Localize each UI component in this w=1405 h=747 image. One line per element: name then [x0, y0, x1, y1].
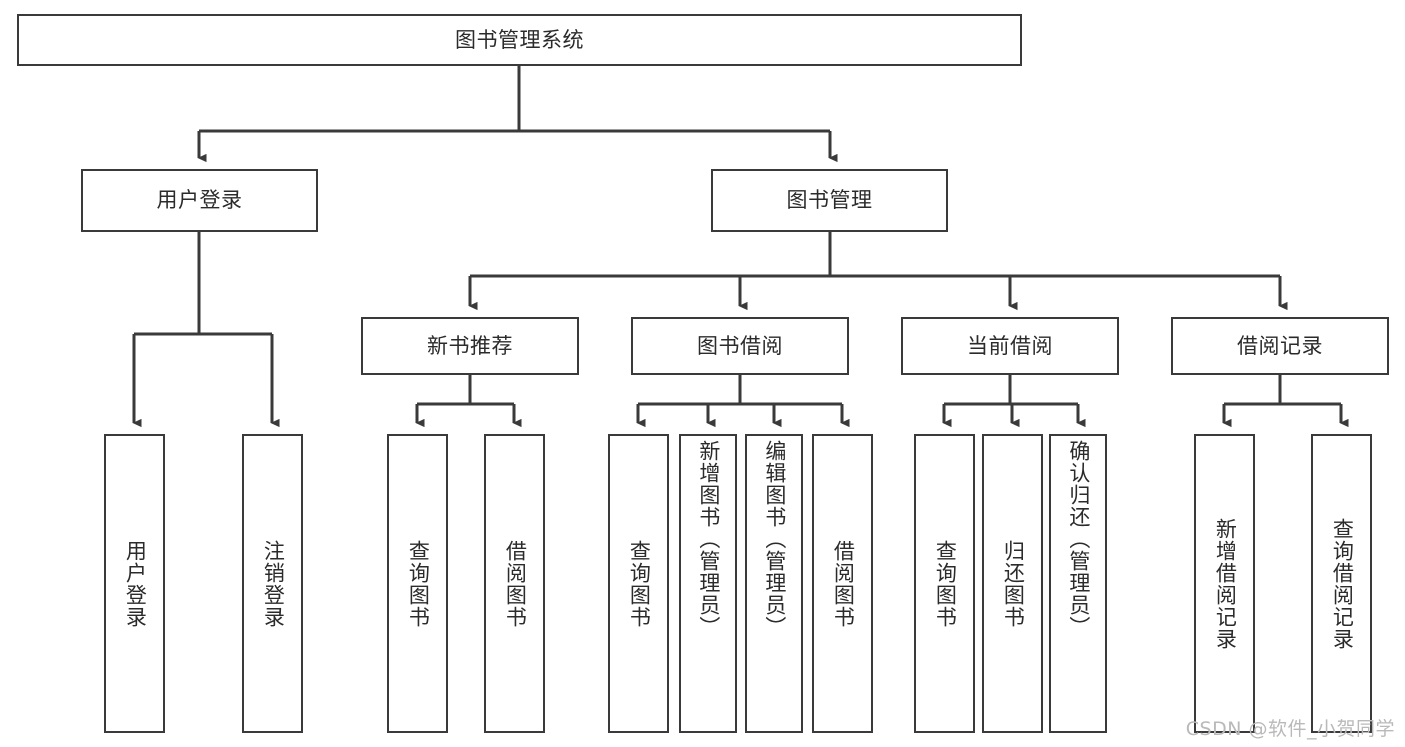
node-leaf-user-login[interactable]: 用户登录 [104, 434, 165, 733]
node-leaf-query-book-1-label: 查询图书 [406, 539, 431, 628]
node-leaf-borrow-book-2-label: 借阅图书 [831, 539, 856, 628]
node-leaf-borrow-book-2[interactable]: 借阅图书 [812, 434, 873, 733]
node-leaf-query-book-2-label: 查询图书 [627, 539, 652, 628]
edge-current-borrow-to-leaves [942, 375, 1086, 428]
node-root[interactable]: 图书管理系统 [17, 14, 1022, 66]
node-user-login[interactable]: 用户登录 [81, 169, 318, 232]
node-leaf-query-book-1[interactable]: 查询图书 [387, 434, 448, 733]
node-book-manage-label: 图书管理 [786, 188, 873, 213]
edge-user-login-to-leaves [132, 232, 280, 428]
node-leaf-borrow-book-1-label: 借阅图书 [503, 539, 528, 628]
node-leaf-query-book-2[interactable]: 查询图书 [608, 434, 669, 733]
node-leaf-return-book-label: 归还图书 [1001, 539, 1026, 628]
edge-new-book-rec-to-leaves [415, 375, 522, 428]
node-leaf-add-record-label: 新增借阅记录 [1213, 517, 1238, 650]
node-current-borrow[interactable]: 当前借阅 [901, 317, 1119, 375]
node-leaf-borrow-book-1[interactable]: 借阅图书 [484, 434, 545, 733]
node-leaf-return-book[interactable]: 归还图书 [982, 434, 1043, 733]
node-leaf-query-book-3[interactable]: 查询图书 [914, 434, 975, 733]
node-borrow-record-label: 借阅记录 [1237, 333, 1323, 358]
node-leaf-logout-label: 注销登录 [261, 539, 286, 628]
node-leaf-edit-book-label: 编辑图书（管理员） [762, 440, 787, 638]
node-leaf-add-book[interactable]: 新增图书（管理员） [679, 434, 737, 733]
node-root-label: 图书管理系统 [455, 27, 584, 52]
node-book-borrow[interactable]: 图书借阅 [631, 317, 849, 375]
node-leaf-add-book-label: 新增图书（管理员） [696, 440, 721, 638]
node-new-book-rec[interactable]: 新书推荐 [361, 317, 579, 375]
node-leaf-query-record[interactable]: 查询借阅记录 [1311, 434, 1372, 733]
node-leaf-query-record-label: 查询借阅记录 [1330, 517, 1355, 650]
node-book-manage[interactable]: 图书管理 [711, 169, 948, 232]
node-leaf-query-book-3-label: 查询图书 [933, 539, 958, 628]
node-leaf-confirm-return-label: 确认归还（管理员） [1066, 440, 1091, 638]
node-leaf-logout[interactable]: 注销登录 [242, 434, 303, 733]
node-current-borrow-label: 当前借阅 [967, 333, 1053, 358]
node-leaf-confirm-return[interactable]: 确认归还（管理员） [1049, 434, 1107, 733]
node-new-book-rec-label: 新书推荐 [427, 333, 513, 358]
node-leaf-add-record[interactable]: 新增借阅记录 [1194, 434, 1255, 733]
edge-borrow-record-to-leaves [1222, 375, 1349, 428]
node-book-borrow-label: 图书借阅 [697, 333, 783, 358]
edge-book-manage-to-children [468, 232, 1288, 311]
node-leaf-edit-book[interactable]: 编辑图书（管理员） [745, 434, 803, 733]
node-borrow-record[interactable]: 借阅记录 [1171, 317, 1389, 375]
node-leaf-user-login-label: 用户登录 [123, 539, 148, 628]
edge-book-borrow-to-leaves [636, 375, 850, 428]
edge-root-to-children [197, 66, 838, 163]
node-user-login-label: 用户登录 [156, 188, 243, 213]
